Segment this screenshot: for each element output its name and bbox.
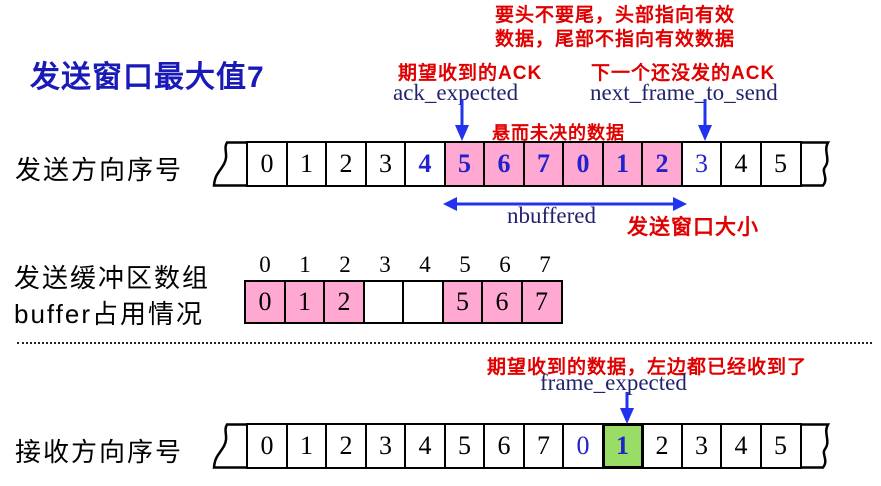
receive-sequence-cell: 2 xyxy=(641,423,683,469)
send-sequence-cell: 5 xyxy=(759,141,802,187)
pending-data-note: 悬而未决的数据 xyxy=(492,123,625,143)
torn-edge-left-icon xyxy=(212,423,246,469)
head-note-line2: 数据，尾部不指向有效数据 xyxy=(494,29,735,50)
buffer-cell: 1 xyxy=(283,280,326,324)
buffer-index: 1 xyxy=(299,252,311,277)
torn-edge-right-icon xyxy=(801,141,830,187)
send-sequence-cell: 3 xyxy=(364,141,407,187)
send-sequence-cell: 7 xyxy=(522,141,565,187)
receive-sequence-cell: 7 xyxy=(522,423,565,469)
send-sequence-cell: 1 xyxy=(285,141,328,187)
receive-sequence-cell: 0 xyxy=(562,423,604,469)
send-row-label: 发送方向序号 xyxy=(15,155,184,185)
next-frame-arrow-icon xyxy=(697,99,713,141)
send-sequence-cell: 2 xyxy=(325,141,367,187)
frame-expected-note: 期望收到的数据，左边都已经收到了 xyxy=(487,357,808,378)
buffer-index: 2 xyxy=(339,252,351,277)
send-sequence-cell: 6 xyxy=(483,141,525,187)
section-divider xyxy=(17,342,872,344)
receive-sequence-cell: 1 xyxy=(601,423,644,469)
buffer-index: 0 xyxy=(259,252,271,277)
receive-sequence-cell: 2 xyxy=(325,423,367,469)
buffer-cell: 6 xyxy=(481,280,523,324)
head-note-line1: 要头不要尾，头部指向有效 xyxy=(494,5,735,26)
receive-sequence-cell: 4 xyxy=(404,423,446,469)
buffer-cell: 5 xyxy=(441,280,484,324)
frame-expected-label: frame_expected xyxy=(540,370,687,395)
buffer-index: 3 xyxy=(379,252,391,277)
buffer-label-line2: buffer占用情况 xyxy=(14,299,205,329)
buffer-label-line1: 发送缓冲区数组 xyxy=(14,263,211,293)
receive-sequence-cell: 5 xyxy=(759,423,802,469)
ack-expected-label: ack_expected xyxy=(393,80,519,105)
buffer-cell xyxy=(362,280,405,324)
send-sequence-cell: 0 xyxy=(562,141,604,187)
send-sequence-cell: 4 xyxy=(404,141,446,187)
buffer-index: 6 xyxy=(499,252,511,277)
buffer-index-row: 0 1 2 3 4 5 6 7 xyxy=(245,252,565,278)
torn-edge-right-icon xyxy=(801,423,830,469)
buffer-cell: 7 xyxy=(520,280,563,324)
buffer-index: 7 xyxy=(539,252,551,277)
head-note: 要头不要尾，头部指向有效 数据，尾部不指向有效数据 xyxy=(420,4,810,52)
send-sequence-cell: 5 xyxy=(443,141,486,187)
buffer-index: 5 xyxy=(459,252,471,277)
send-sequence-cell: 3 xyxy=(680,141,723,187)
torn-edge-left-icon xyxy=(212,141,246,187)
buffer-cell: 2 xyxy=(323,280,365,324)
buffer-cell: 0 xyxy=(244,280,286,324)
send-sequence-cell: 0 xyxy=(246,141,288,187)
send-sequence-cell: 4 xyxy=(720,141,762,187)
receive-row-label: 接收方向序号 xyxy=(15,437,184,467)
nbuffered-span-arrow-icon xyxy=(442,195,688,213)
frame-expected-arrow-icon xyxy=(619,392,635,424)
send-sequence-cell: 2 xyxy=(641,141,683,187)
send-window-size-note: 发送窗口大小 xyxy=(627,216,759,239)
next-frame-to-send-label: next_frame_to_send xyxy=(590,80,778,105)
nbuffered-label: nbuffered xyxy=(507,203,596,228)
send-sequence-cell: 1 xyxy=(601,141,644,187)
buffer-cell xyxy=(402,280,444,324)
receive-sequence-cell: 1 xyxy=(285,423,328,469)
page-title: 发送窗口最大值7 xyxy=(30,61,265,94)
ack-expected-arrow-icon xyxy=(454,99,470,141)
receive-sequence-cell: 0 xyxy=(246,423,288,469)
receive-sequence-cell: 3 xyxy=(680,423,723,469)
receive-sequence-cell: 3 xyxy=(364,423,407,469)
ack-note: 期望收到的ACK xyxy=(398,63,543,84)
receive-sequence-cell: 5 xyxy=(443,423,486,469)
receive-sequence-cell: 4 xyxy=(720,423,762,469)
next-frame-note: 下一个还没发的ACK xyxy=(591,63,776,84)
buffer-index: 4 xyxy=(419,252,431,277)
receive-sequence-cell: 6 xyxy=(483,423,525,469)
